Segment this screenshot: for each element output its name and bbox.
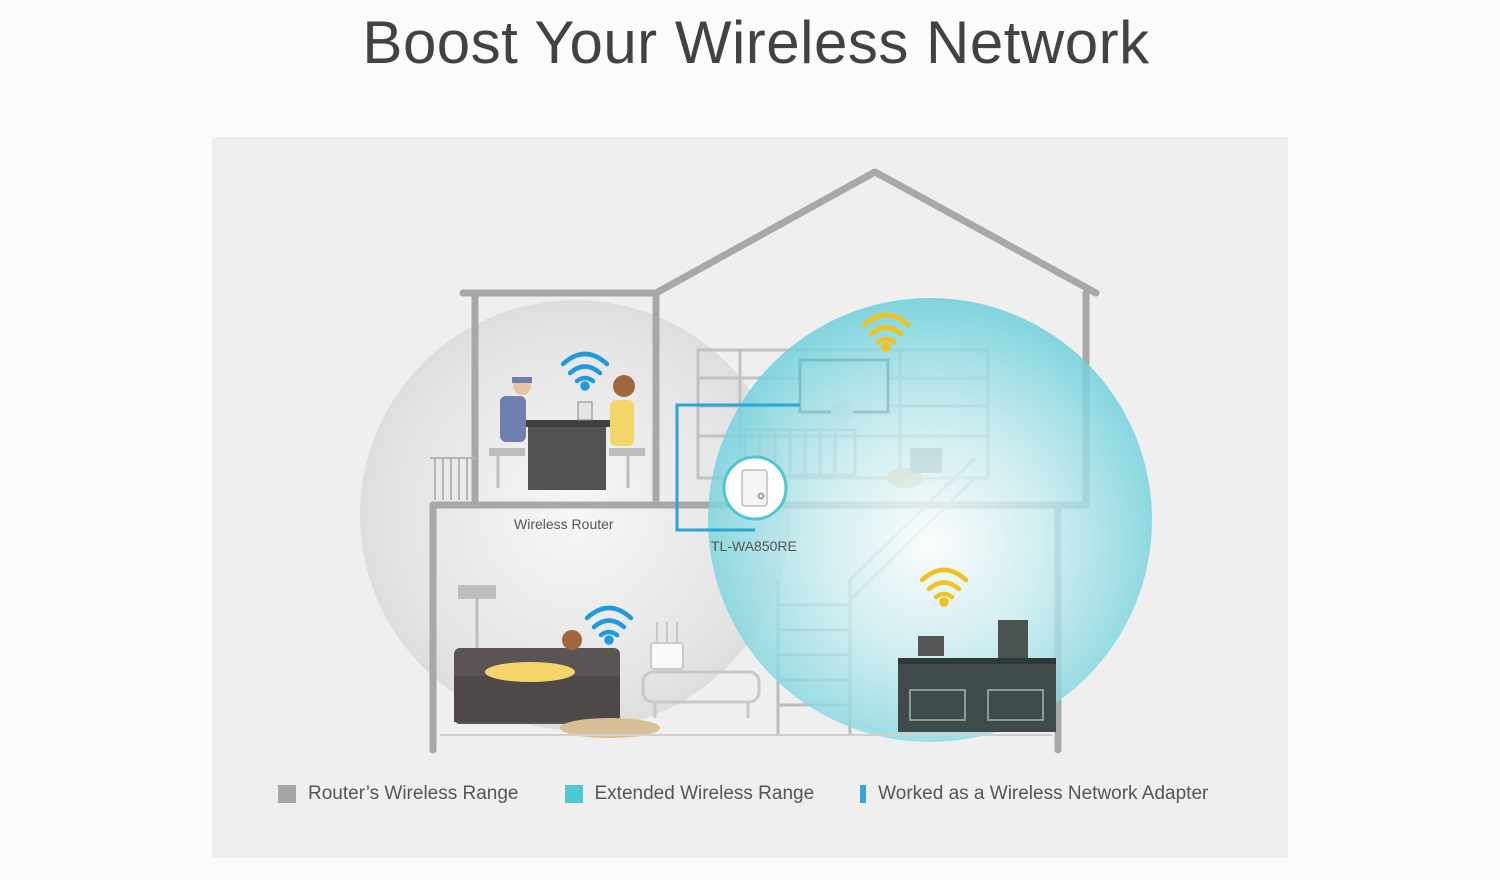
legend-label: Router’s Wireless Range: [308, 783, 519, 804]
living-room: [454, 585, 761, 738]
legend-swatch-teal: [564, 785, 583, 803]
legend-swatch-grey: [278, 785, 296, 803]
wifi-icon: [560, 351, 610, 391]
wifi-icon: [861, 312, 911, 352]
legend-label: Worked as a Wireless Network Adapter: [878, 783, 1209, 804]
legend: Router’s Wireless Range Extended Wireles…: [278, 783, 1254, 805]
legend-item-adapter: Worked as a Wireless Network Adapter: [860, 783, 1208, 805]
legend-swatch-blue-bar: [860, 785, 867, 803]
balcony-railing: [430, 457, 475, 500]
router-range-area: [360, 300, 790, 730]
kitchen: [898, 620, 1056, 732]
page-title: Boost Your Wireless Network: [362, 9, 1150, 76]
router-label: Wireless Router: [514, 516, 614, 532]
wifi-icon: [919, 567, 969, 607]
desk-scene: [489, 375, 645, 490]
extended-range-area: [708, 298, 1152, 742]
legend-item-router-range: Router’s Wireless Range: [278, 783, 519, 805]
router-device-icon: [650, 622, 684, 670]
adapter-connection-line: [675, 403, 800, 532]
extender-device-icon: [722, 455, 788, 521]
extender-label: TL-WA850RE: [711, 538, 797, 554]
legend-label: Extended Wireless Range: [594, 783, 815, 804]
wifi-icon: [584, 605, 634, 645]
legend-item-extended-range: Extended Wireless Range: [564, 783, 815, 805]
